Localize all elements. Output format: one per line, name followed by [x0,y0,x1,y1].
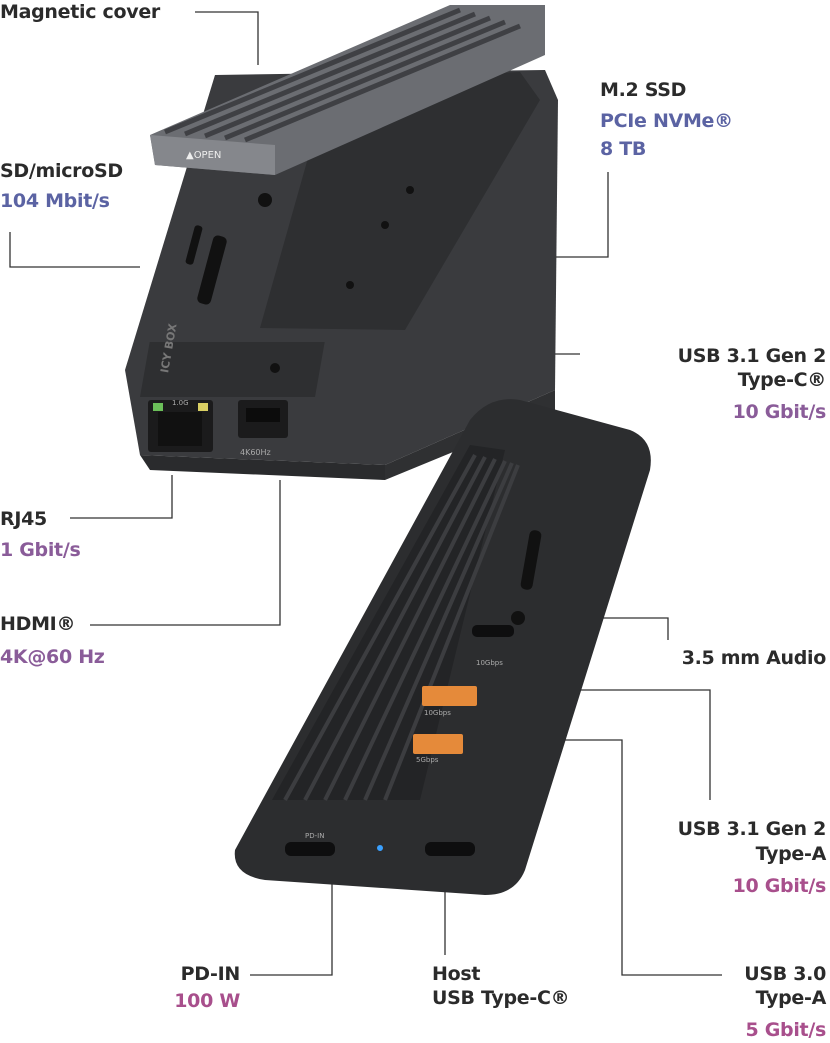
hdmi-spec: 4K@60 Hz [0,646,105,668]
rj45-speed: 1 Gbit/s [0,539,81,561]
usba-30-type: Type-A [755,987,827,1009]
host-type: USB Type-C® [432,987,570,1009]
usbc-front-speed: 10 Gbit/s [732,401,827,423]
pd-in-marking: PD-IN [305,832,324,840]
usba-10g-marking: 10Gbps [424,709,451,717]
pd-in-power: 100 W [174,990,240,1012]
open-marking: ▲OPEN [186,150,221,161]
rj45-label: RJ45 [0,508,47,530]
usba-gen2-speed: 10 Gbit/s [732,875,827,897]
bottom-device: PD-IN 10Gbps 10Gbps 5Gbps [234,399,651,895]
m2-label: M.2 SSD [600,79,687,101]
audio-label: 3.5 mm Audio [681,647,827,669]
hdmi-marking: 4K60Hz [240,448,271,457]
usba-30-speed: 5 Gbit/s [745,1019,827,1041]
usbc-10g-marking: 10Gbps [476,659,503,667]
usbc-front-type: Type-C® [737,369,827,391]
pd-in-label: PD-IN [180,963,241,985]
magnetic-cover-label: Magnetic cover [0,1,160,23]
m2-interface: PCIe NVMe® [600,110,733,132]
magnetic-cover: ▲OPEN [150,5,545,175]
sd-speed: 104 Mbit/s [0,190,110,212]
host-label: Host [432,963,481,985]
usba-gen2-type: Type-A [755,843,827,865]
m2-capacity: 8 TB [600,138,647,160]
rj45-marking: 1.0G [172,399,189,407]
hdmi-label: HDMI® [0,613,76,635]
usba-5g-marking: 5Gbps [416,756,439,764]
usbc-front-label: USB 3.1 Gen 2 [677,345,827,367]
sd-label: SD/microSD [0,160,123,182]
usba-30-label: USB 3.0 [744,963,826,985]
usba-gen2-label: USB 3.1 Gen 2 [677,818,827,840]
